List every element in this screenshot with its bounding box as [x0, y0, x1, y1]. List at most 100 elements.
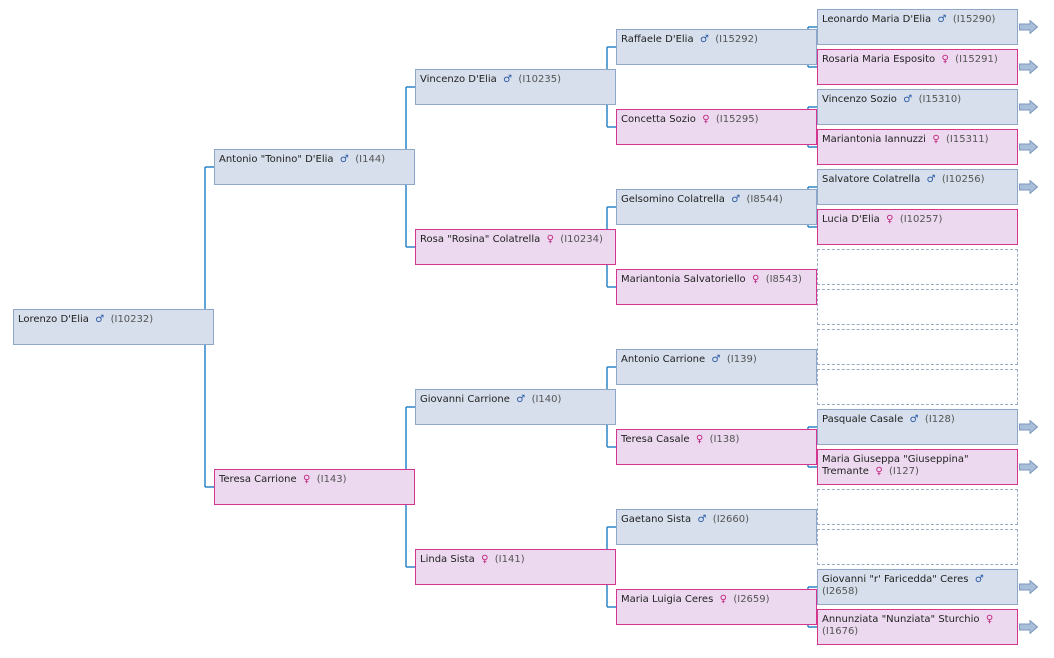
- person-name: Mariantonia Salvatoriello: [621, 274, 746, 285]
- more-ancestors-arrow-icon[interactable]: [1019, 60, 1038, 74]
- empty-ancestor-slot: [817, 489, 1018, 525]
- person-box[interactable]: Vincenzo Sozio ♂ (I15310): [817, 89, 1018, 125]
- person-id: (I128): [924, 414, 955, 425]
- person-name: Concetta Sozio: [621, 114, 696, 125]
- person-box[interactable]: Antonio Carrione ♂ (I139): [616, 349, 817, 385]
- person-name: Pasquale Casale: [822, 414, 904, 425]
- person-name: Lorenzo D'Elia: [18, 314, 89, 325]
- person-box[interactable]: Vincenzo D'Elia ♂ (I10235): [415, 69, 616, 105]
- person-name: Antonio Carrione: [621, 354, 706, 365]
- more-ancestors-arrow-icon[interactable]: [1019, 580, 1038, 594]
- person-box[interactable]: Antonio "Tonino" D'Elia ♂ (I144): [214, 149, 415, 185]
- male-symbol-icon: ♂: [516, 394, 526, 405]
- person-box[interactable]: Maria Luigia Ceres ♀ (I2659): [616, 589, 817, 625]
- person-name: Giovanni Carrione: [420, 394, 510, 405]
- person-box[interactable]: Lucia D'Elia ♀ (I10257): [817, 209, 1018, 245]
- empty-ancestor-slot: [817, 529, 1018, 565]
- person-box[interactable]: Linda Sista ♀ (I141): [415, 549, 616, 585]
- person-name: Salvatore Colatrella: [822, 174, 921, 185]
- male-symbol-icon: ♂: [731, 194, 741, 205]
- male-symbol-icon: ♂: [974, 574, 984, 585]
- female-symbol-icon: ♀: [719, 594, 727, 605]
- empty-ancestor-slot: [817, 369, 1018, 405]
- person-id: (I10235): [518, 74, 561, 85]
- person-id: (I8543): [765, 274, 802, 285]
- more-ancestors-arrow-icon[interactable]: [1019, 140, 1038, 154]
- female-symbol-icon: ♀: [752, 274, 760, 285]
- female-symbol-icon: ♀: [875, 466, 883, 477]
- person-id: (I143): [316, 474, 347, 485]
- person-name: Gaetano Sista: [621, 514, 692, 525]
- person-box[interactable]: Rosaria Maria Esposito ♀ (I15291): [817, 49, 1018, 85]
- empty-ancestor-slot: [817, 329, 1018, 365]
- person-name: Vincenzo Sozio: [822, 94, 897, 105]
- person-id: (I15291): [955, 54, 998, 65]
- person-id: (I127): [889, 466, 919, 477]
- person-id: (I138): [709, 434, 740, 445]
- person-id: (I8544): [746, 194, 783, 205]
- person-box[interactable]: Mariantonia Salvatoriello ♀ (I8543): [616, 269, 817, 305]
- person-box[interactable]: Gaetano Sista ♂ (I2660): [616, 509, 817, 545]
- person-name: Gelsomino Colatrella: [621, 194, 725, 205]
- person-box[interactable]: Teresa Casale ♀ (I138): [616, 429, 817, 465]
- more-ancestors-arrow-icon[interactable]: [1019, 180, 1038, 194]
- person-name: Teresa Carrione: [219, 474, 297, 485]
- female-symbol-icon: ♀: [886, 214, 894, 225]
- person-name: Maria Luigia Ceres: [621, 594, 714, 605]
- male-symbol-icon: ♂: [937, 14, 947, 25]
- person-name: Antonio "Tonino" D'Elia: [219, 154, 334, 165]
- person-box[interactable]: Rosa "Rosina" Colatrella ♀ (I10234): [415, 229, 616, 265]
- person-name: Giovanni "r' Faricedda" Ceres: [822, 574, 969, 585]
- person-box[interactable]: Lorenzo D'Elia ♂ (I10232): [13, 309, 214, 345]
- person-name: Lucia D'Elia: [822, 214, 880, 225]
- person-name: Mariantonia Iannuzzi: [822, 134, 926, 145]
- more-ancestors-arrow-icon[interactable]: [1019, 460, 1038, 474]
- female-symbol-icon: ♀: [932, 134, 940, 145]
- male-symbol-icon: ♂: [503, 74, 513, 85]
- person-id: (I10256): [941, 174, 985, 185]
- more-ancestors-arrow-icon[interactable]: [1019, 420, 1038, 434]
- person-id: (I15295): [715, 114, 759, 125]
- person-id: (I1676): [822, 626, 859, 637]
- person-box[interactable]: Teresa Carrione ♀ (I143): [214, 469, 415, 505]
- person-name: Teresa Casale: [621, 434, 690, 445]
- person-box[interactable]: Giovanni "r' Faricedda" Ceres ♂ (I2658): [817, 569, 1018, 605]
- female-symbol-icon: ♀: [303, 474, 311, 485]
- person-box[interactable]: Leonardo Maria D'Elia ♂ (I15290): [817, 9, 1018, 45]
- person-box[interactable]: Mariantonia Iannuzzi ♀ (I15311): [817, 129, 1018, 165]
- more-ancestors-arrow-icon[interactable]: [1019, 20, 1038, 34]
- person-id: (I15292): [715, 34, 758, 45]
- female-symbol-icon: ♀: [695, 434, 704, 445]
- person-box[interactable]: Giovanni Carrione ♂ (I140): [415, 389, 616, 425]
- female-symbol-icon: ♀: [546, 234, 554, 245]
- person-id: (I2660): [712, 514, 749, 525]
- person-box[interactable]: Maria Giuseppa "Giuseppina" Tremante ♀ (…: [817, 449, 1018, 485]
- male-symbol-icon: ♂: [95, 314, 105, 325]
- person-box[interactable]: Raffaele D'Elia ♂ (I15292): [616, 29, 817, 65]
- person-name: Maria Giuseppa "Giuseppina" Tremante: [822, 454, 969, 477]
- person-box[interactable]: Salvatore Colatrella ♂ (I10256): [817, 169, 1018, 205]
- male-symbol-icon: ♂: [903, 94, 913, 105]
- person-name: Rosaria Maria Esposito: [822, 54, 936, 65]
- person-id: (I15311): [946, 134, 989, 145]
- person-box[interactable]: Concetta Sozio ♀ (I15295): [616, 109, 817, 145]
- person-box[interactable]: Pasquale Casale ♂ (I128): [817, 409, 1018, 445]
- female-symbol-icon: ♀: [481, 554, 489, 565]
- empty-ancestor-slot: [817, 249, 1018, 285]
- person-id: (I144): [355, 154, 386, 165]
- more-ancestors-arrow-icon[interactable]: [1019, 620, 1038, 634]
- person-id: (I15290): [952, 14, 996, 25]
- more-ancestors-arrow-icon[interactable]: [1019, 100, 1038, 114]
- person-id: (I10257): [899, 214, 943, 225]
- person-box[interactable]: Annunziata "Nunziata" Sturchio ♀ (I1676): [817, 609, 1018, 645]
- female-symbol-icon: ♀: [702, 114, 710, 125]
- person-id: (I10232): [110, 314, 154, 325]
- male-symbol-icon: ♂: [699, 34, 709, 45]
- male-symbol-icon: ♂: [926, 174, 936, 185]
- person-box[interactable]: Gelsomino Colatrella ♂ (I8544): [616, 189, 817, 225]
- empty-ancestor-slot: [817, 289, 1018, 325]
- male-symbol-icon: ♂: [697, 514, 707, 525]
- person-id: (I2658): [822, 586, 859, 597]
- male-symbol-icon: ♂: [909, 414, 919, 425]
